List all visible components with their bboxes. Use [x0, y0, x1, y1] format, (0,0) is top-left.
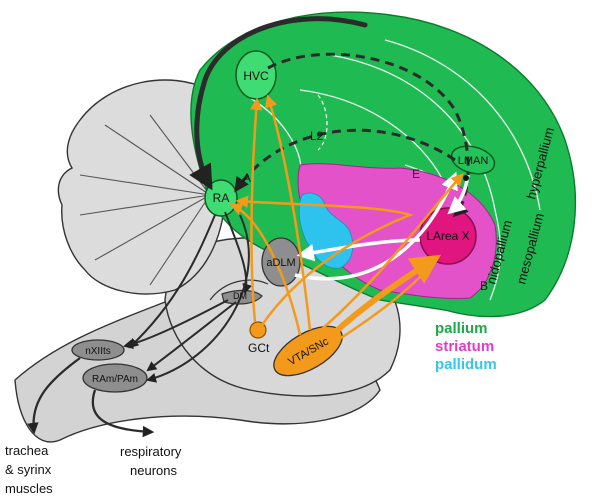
- legend: pallium striatum pallidum: [435, 320, 497, 373]
- lman-label: LMAN: [458, 155, 489, 167]
- legend-pallium: pallium: [435, 320, 488, 337]
- a-label: A: [243, 171, 251, 185]
- trachea-label-1: trachea: [5, 443, 49, 458]
- dm-label: DM: [233, 291, 247, 301]
- lman-junction-dot: [463, 175, 469, 181]
- legend-striatum: striatum: [435, 338, 494, 355]
- respiratory-label-1: respiratory: [120, 444, 182, 459]
- e-label: E: [412, 167, 420, 181]
- trachea-label-3: muscles: [5, 481, 53, 496]
- ram-pam-label: RAm/PAm: [92, 374, 138, 385]
- l2-label: L2: [310, 129, 324, 143]
- ra-label: RA: [213, 191, 230, 205]
- hvc-label: HVC: [243, 69, 269, 83]
- respiratory-label-2: neurons: [130, 463, 177, 478]
- legend-pallidum: pallidum: [435, 356, 497, 373]
- nxiits-label: nXIIts: [85, 346, 111, 357]
- trachea-label-2: & syrinx: [5, 462, 52, 477]
- gct-label: GCt: [248, 341, 270, 355]
- adlm-label: aDLM: [266, 257, 295, 269]
- area-x-label: LArea X: [426, 229, 469, 243]
